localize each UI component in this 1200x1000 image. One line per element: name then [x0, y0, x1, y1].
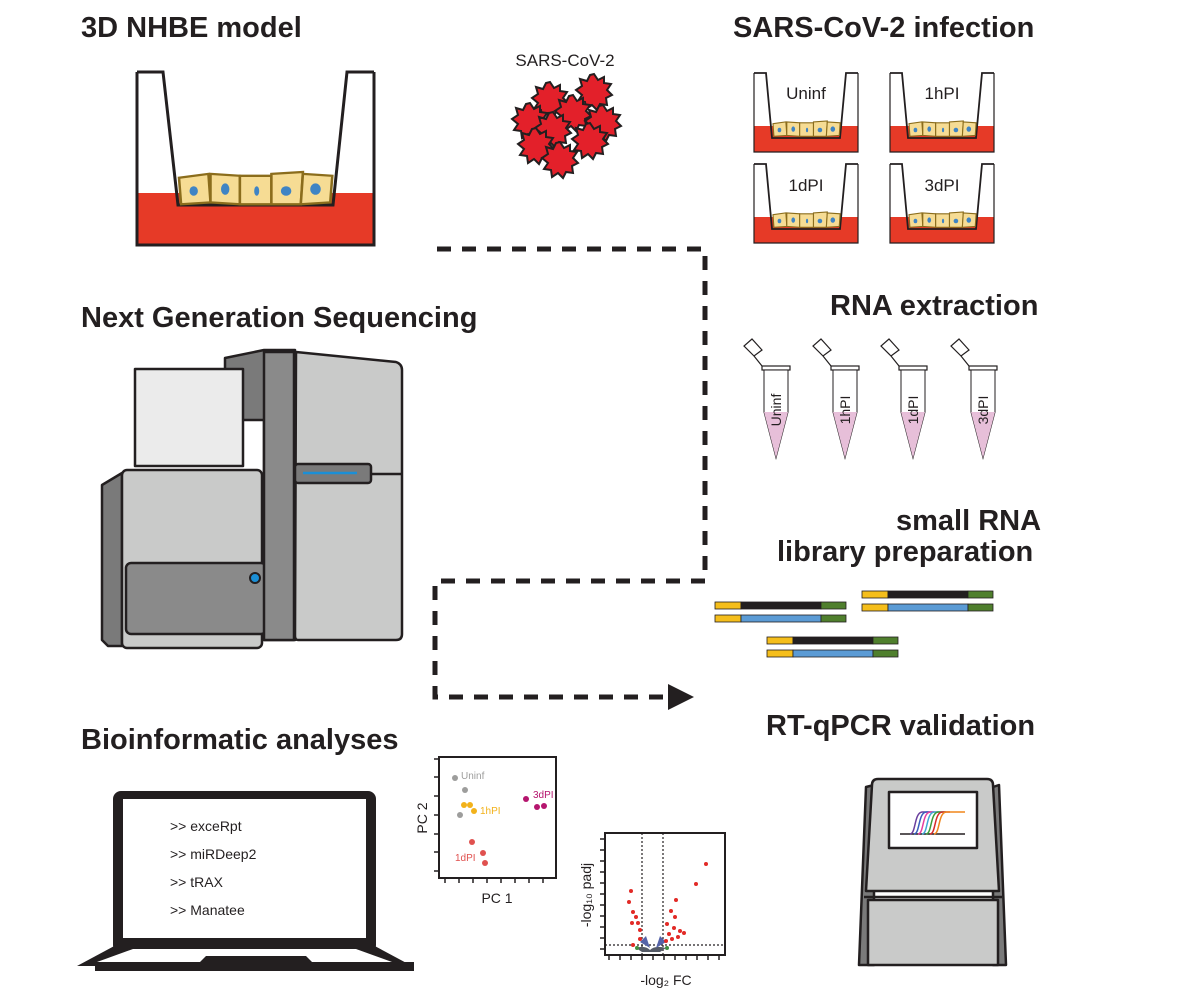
tube-label: 1dPI	[905, 396, 921, 425]
command-line: >> Manatee	[170, 902, 245, 918]
step-title-library-line1: small RNA	[896, 505, 1042, 537]
fragment-pair	[714, 601, 847, 623]
fragment-pair	[766, 636, 899, 658]
pca-points-3dpi	[523, 796, 547, 810]
tube-1hpi: 1hPI	[812, 338, 860, 459]
step-title-rna-extraction: RNA extraction	[830, 290, 1039, 322]
laptop-commands: >> exceRpt >> miRDeep2 >> tRAX >> Manate…	[170, 818, 257, 918]
arrowhead-icon	[668, 684, 694, 710]
pca-label-3dpi: 3dPI	[533, 790, 554, 801]
infection-well-1dpi: 1dPI	[754, 164, 858, 243]
pca-label-1dpi: 1dPI	[455, 853, 476, 864]
ngs-sequencer	[100, 348, 404, 650]
well-label: Uninf	[786, 84, 826, 103]
amplification-curves	[900, 811, 965, 835]
laptop	[77, 791, 414, 971]
tube-1dpi: 1dPI	[880, 338, 928, 459]
pca-points-1dpi	[469, 839, 488, 866]
pca-y-ticks	[434, 758, 439, 872]
step-title-3d-nhbe-model: 3D NHBE model	[81, 12, 302, 44]
infection-well-uninf: Uninf	[754, 73, 858, 152]
command-line: >> miRDeep2	[170, 846, 257, 862]
workflow-arrow	[432, 246, 708, 700]
pca-x-label: PC 1	[481, 890, 512, 906]
command-line: >> exceRpt	[170, 818, 242, 834]
volcano-points-ns	[635, 936, 669, 952]
tube-3dpi: 3dPI	[950, 338, 998, 459]
well-label: 1dPI	[789, 176, 824, 195]
infection-well-1hpi: 1hPI	[890, 73, 994, 152]
volcano-y-label: -log₁₀ padj	[578, 863, 594, 927]
transwell-large	[135, 70, 376, 247]
qpcr-machine	[857, 777, 1008, 967]
sars-cov-2-virions	[511, 73, 622, 179]
volcano-x-ticks	[608, 955, 720, 960]
tube-label: 3dPI	[975, 396, 991, 425]
volcano-thresholds	[605, 833, 725, 955]
tube-uninf: Uninf	[743, 338, 791, 459]
volcano-y-ticks	[600, 838, 605, 950]
well-label: 3dPI	[925, 176, 960, 195]
volcano-x-label: -log₂ FC	[640, 972, 691, 988]
pca-x-ticks	[444, 878, 544, 883]
volcano-points-sig	[627, 862, 708, 947]
step-title-infection: SARS-CoV-2 infection	[733, 12, 1035, 44]
pca-plot: Uninf 1hPI 1dPI 3dPI PC 1 PC 2	[414, 756, 557, 906]
step-title-rt-qpcr: RT-qPCR validation	[766, 710, 1036, 742]
pca-label-uninf: Uninf	[461, 771, 485, 782]
fragment-pair	[861, 590, 994, 612]
well-label: 1hPI	[925, 84, 960, 103]
library-fragments	[714, 590, 994, 658]
virus-label: SARS-CoV-2	[515, 51, 614, 70]
step-title-ngs: Next Generation Sequencing	[81, 302, 478, 334]
volcano-plot: -log₂ FC -log₁₀ padj	[578, 832, 726, 988]
infection-well-3dpi: 3dPI	[890, 164, 994, 243]
pca-label-1hpi: 1hPI	[480, 806, 501, 817]
step-title-library-line2: library preparation	[777, 536, 1034, 568]
pca-points-uninf	[452, 775, 468, 818]
tube-label: 1hPI	[837, 396, 853, 425]
command-line: >> tRAX	[170, 874, 224, 890]
epithelial-cells	[177, 170, 334, 206]
step-title-bioinformatics: Bioinformatic analyses	[81, 724, 399, 756]
pca-points-1hpi	[461, 802, 477, 814]
pca-y-label: PC 2	[414, 802, 430, 833]
tube-label: Uninf	[768, 394, 784, 427]
